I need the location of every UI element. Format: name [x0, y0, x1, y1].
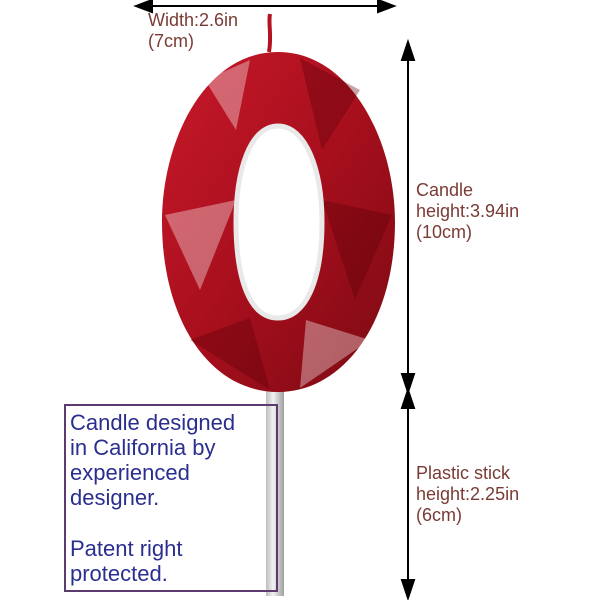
stick-height-label: Plastic stick height:2.25in (6cm): [416, 463, 520, 525]
designer-note-box: Candle designed in California by experie…: [64, 404, 278, 592]
width-arrow: [133, 0, 397, 14]
width-label: Width:2.6in (7cm): [148, 10, 239, 51]
number-zero-candle: [162, 52, 395, 392]
patent-note-text: Patent right protected.: [70, 536, 183, 586]
candle-height-label: Candle height:3.94in (10cm): [416, 180, 520, 242]
designer-note-text: Candle designed in California by experie…: [70, 410, 236, 510]
stick-height-arrow: [400, 386, 416, 600]
plastic-stick: [266, 386, 284, 596]
candle-height-arrow: [400, 38, 416, 396]
facet-shading: [165, 58, 392, 390]
wick: [267, 13, 273, 53]
